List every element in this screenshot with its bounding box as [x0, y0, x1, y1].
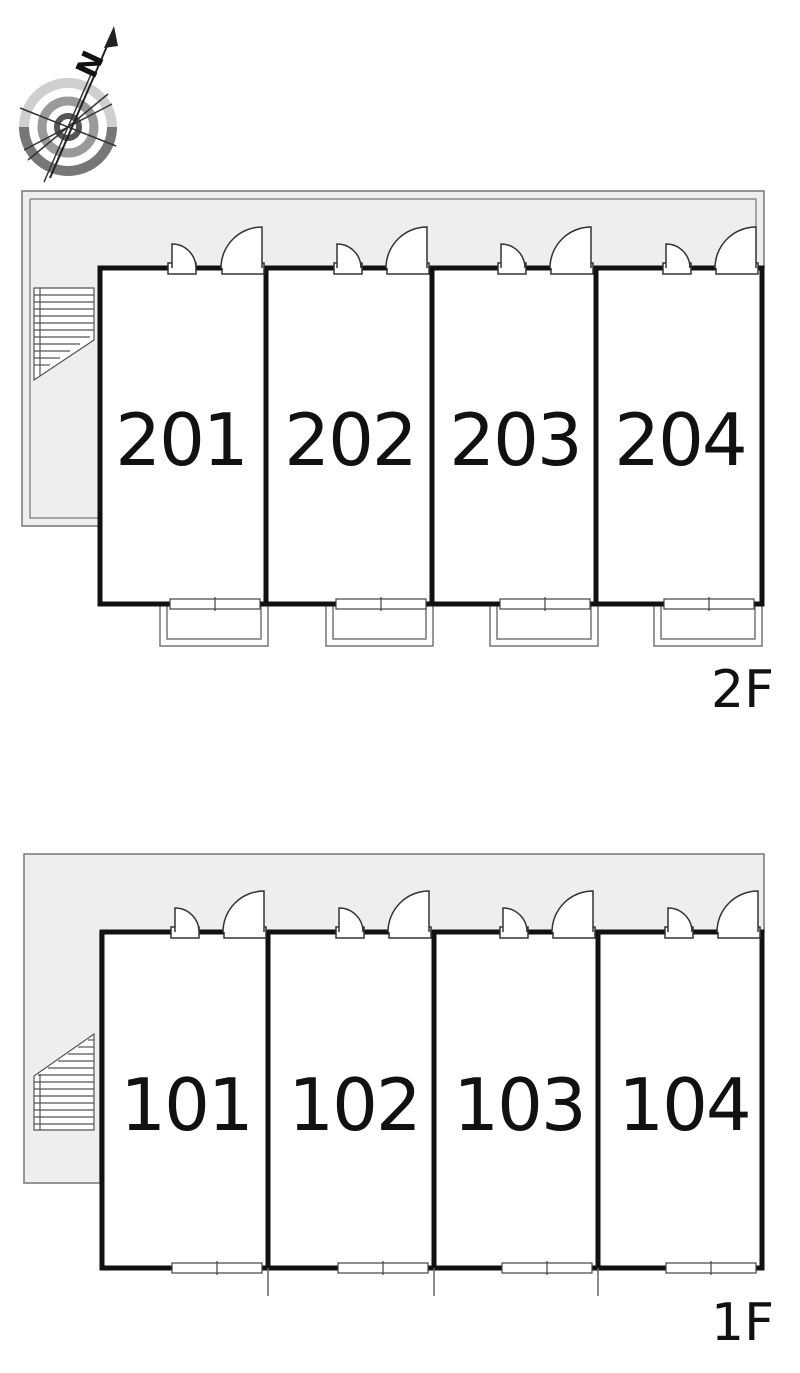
- unit-102: 102: [288, 1063, 419, 1147]
- unit-203: 203: [449, 398, 580, 482]
- floor-label-2f: 2F: [711, 660, 774, 720]
- windows-1f: [171, 1261, 757, 1275]
- unit-103: 103: [453, 1063, 584, 1147]
- floor-label-1f: 1F: [711, 1293, 774, 1353]
- floor-1f: 101 102 103 104 1F: [23, 853, 774, 1353]
- unit-101: 101: [120, 1063, 251, 1147]
- unit-201: 201: [115, 398, 246, 482]
- doors-1f: [170, 890, 761, 939]
- unit-202: 202: [284, 398, 415, 482]
- unit-walls-2f: [97, 265, 765, 607]
- staircase-2f: [33, 287, 95, 382]
- floor-2f: 201 202 203 204 2F: [21, 190, 774, 720]
- doors-2f: [167, 226, 759, 275]
- partition-stubs-1f: [267, 1268, 599, 1296]
- unit-204: 204: [614, 398, 745, 482]
- balconies-2f: [159, 604, 763, 647]
- windows-2f: [169, 597, 755, 611]
- staircase-1f: [33, 1032, 95, 1131]
- compass-rose-icon: [19, 26, 118, 183]
- unit-104: 104: [618, 1063, 749, 1147]
